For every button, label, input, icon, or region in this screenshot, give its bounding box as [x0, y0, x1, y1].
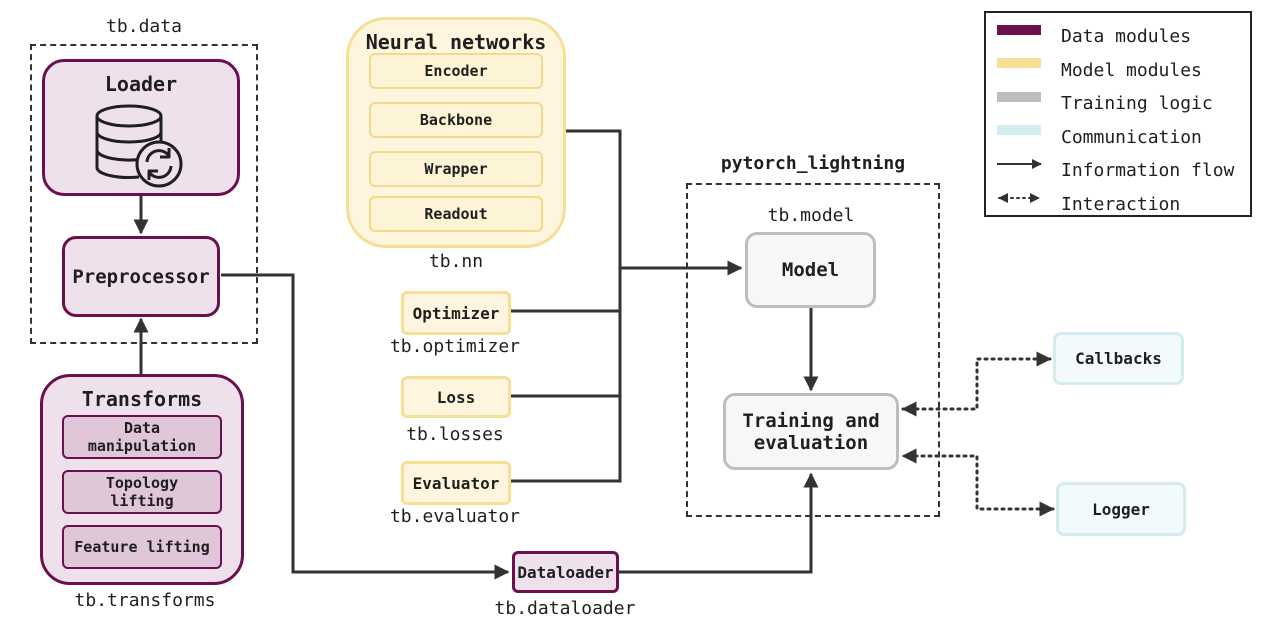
logger-box: Logger: [1056, 482, 1186, 536]
legend-labels: Data modules Model modules Training logi…: [1061, 20, 1234, 222]
wrapper-box: Wrapper: [369, 151, 543, 187]
loss-to-model-line: [511, 268, 622, 398]
nn-to-model-line: [566, 129, 622, 268]
training-evaluation-box: Training and evaluation: [723, 393, 899, 470]
loader-box: Loader: [42, 59, 240, 196]
tb-data-label: tb.data: [106, 16, 182, 37]
legend-label-interaction: Interaction: [1061, 193, 1181, 215]
loader-title: Loader: [104, 72, 178, 96]
optimizer-box: Optimizer: [401, 291, 511, 335]
legend-swatch-data: [997, 25, 1041, 35]
tb-dataloader-label: tb.dataloader: [494, 598, 636, 619]
neural-networks-title: Neural networks: [365, 30, 547, 54]
preprocessor-box: Preprocessor: [62, 236, 220, 317]
tb-losses-label: tb.losses: [406, 424, 504, 445]
evaluator-to-model-line: [511, 268, 622, 483]
tb-optimizer-label: tb.optimizer: [389, 336, 521, 357]
legend-label-training: Training logic: [1061, 93, 1213, 115]
evaluator-box: Evaluator: [401, 461, 511, 505]
logger-interaction-arrow: [901, 448, 1055, 517]
legend-label-communication: Communication: [1061, 126, 1202, 148]
topology-lifting-box: Topology lifting: [62, 470, 222, 514]
transforms-title: Transforms: [81, 387, 203, 411]
legend-swatch-training: [997, 92, 1041, 102]
tb-evaluator-label: tb.evaluator: [389, 506, 521, 527]
tb-nn-label: tb.nn: [428, 251, 484, 272]
tb-model-label: tb.model: [767, 205, 855, 226]
pytorch-lightning-group: [686, 183, 940, 517]
legend-markers: [997, 25, 1042, 203]
readout-box: Readout: [369, 196, 543, 232]
encoder-box: Encoder: [369, 53, 543, 89]
model-box: Model: [745, 232, 876, 308]
callbacks-box: Callbacks: [1053, 332, 1184, 385]
database-refresh-icon: [95, 104, 183, 188]
dataloader-box: Dataloader: [512, 551, 619, 593]
optimizer-to-model-line: [511, 268, 622, 313]
legend-swatch-communication: [997, 125, 1041, 135]
tb-transforms-label: tb.transforms: [74, 590, 216, 611]
legend-label-data: Data modules: [1061, 26, 1192, 47]
feature-lifting-box: Feature lifting: [62, 525, 222, 569]
loss-box: Loss: [401, 376, 511, 418]
dataloader-to-training-arrow: [619, 472, 819, 574]
legend: [984, 11, 1252, 217]
tb-data-group: [30, 44, 258, 344]
backbone-box: Backbone: [369, 102, 543, 138]
legend-swatch-model: [997, 58, 1041, 68]
data-manipulation-box: Data manipulation: [62, 415, 222, 459]
pytorch-lightning-title: pytorch_lightning: [720, 153, 906, 174]
callbacks-interaction-arrow: [901, 351, 1052, 417]
legend-label-model: Model modules: [1061, 59, 1202, 81]
legend-label-flow: Information flow: [1061, 160, 1235, 182]
